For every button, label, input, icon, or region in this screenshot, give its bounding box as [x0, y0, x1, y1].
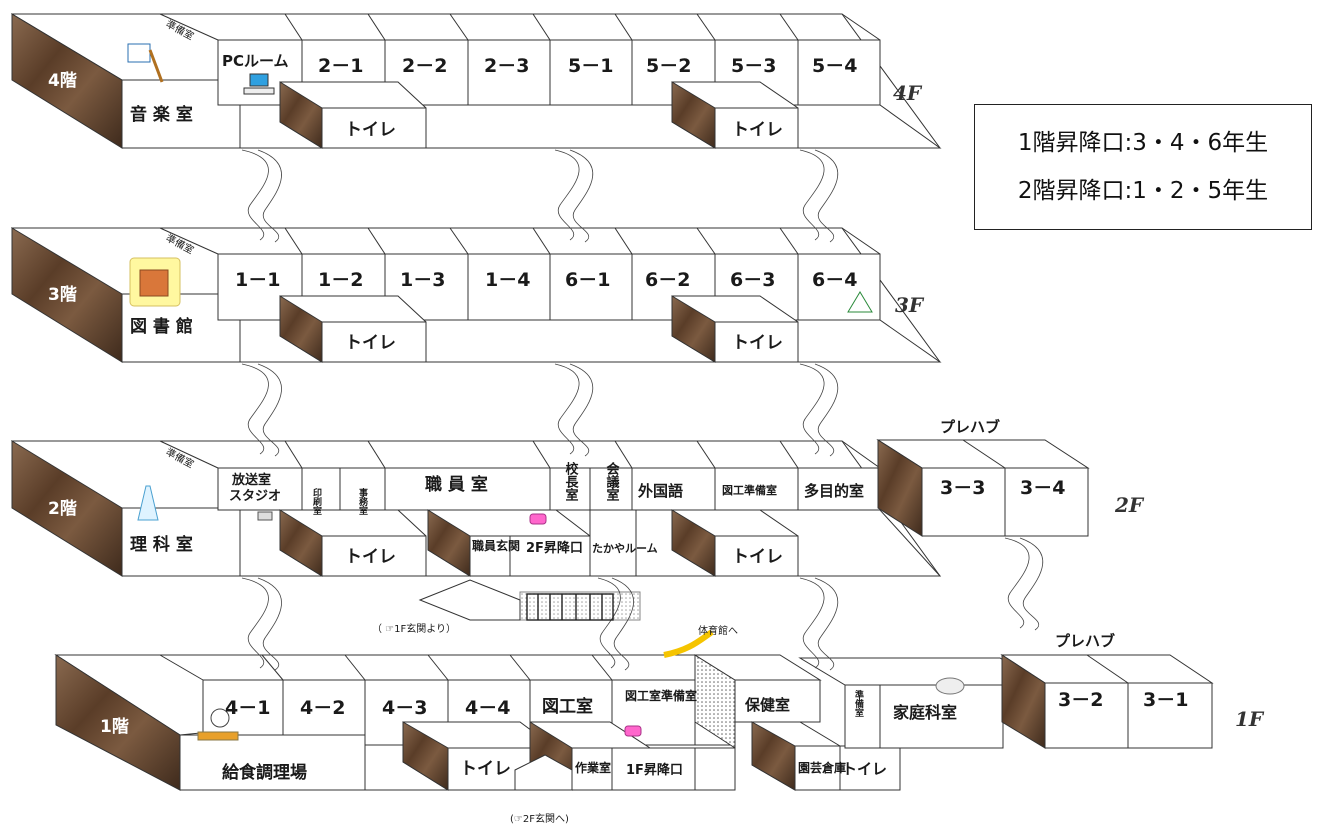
computer-icon	[243, 73, 275, 95]
floor2-prefab-room-2: 3－4	[1020, 477, 1065, 499]
floor3-room-7: 6－3	[730, 269, 775, 291]
floor3-room-6: 6－2	[645, 269, 690, 291]
floor4-room-2: 2－2	[402, 55, 447, 77]
floor1-toilet-east: トイレ	[842, 760, 887, 778]
floor3-room-1: 1－1	[235, 269, 280, 291]
floor4-room-1: 2－1	[318, 55, 363, 77]
floor1-prep-room: 準備室	[853, 689, 864, 717]
floor3-label-en: 3F	[895, 293, 925, 317]
floor1-health-room: 保健室	[744, 696, 790, 714]
floor1-prefab-title: プレハブ	[1055, 632, 1115, 650]
floor-3	[10, 227, 942, 363]
floor4-label-en: 4F	[893, 81, 923, 105]
chef-icon	[197, 708, 239, 741]
floor2-staff-entrance: 職員玄関	[472, 538, 520, 553]
mountain-icon	[847, 291, 873, 313]
floor1-work-room: 作業室	[575, 760, 611, 775]
floor3-room-8: 6－4	[812, 269, 857, 291]
flask-icon	[137, 485, 159, 521]
floor-1	[54, 654, 1214, 791]
floor1-prefab-room-2: 3－1	[1143, 689, 1188, 711]
floor1-gym-label: 体育館へ	[698, 624, 738, 637]
floor2-label-en: 2F	[1114, 493, 1145, 517]
floor1-art-prep: 図工室準備室	[625, 688, 697, 703]
floor-4	[10, 13, 942, 149]
floor1-label-en: 1F	[1235, 707, 1265, 731]
staff-entrance-icon	[529, 513, 547, 525]
floor2-label: 2階	[48, 499, 77, 519]
floor2-entrance: 2F昇降口	[526, 540, 583, 556]
floor2-meeting: 会議室	[604, 461, 620, 502]
floor4-toilet-west: トイレ	[345, 120, 396, 140]
floor1-prefab-room-1: 3－2	[1058, 689, 1103, 711]
floor4-room-3: 2－3	[484, 55, 529, 77]
floor2-from-1f-note: （ ☞1F玄関より）	[372, 622, 456, 635]
floor2-foreign-language: 外国語	[637, 482, 683, 500]
entrance-icon-1f	[624, 725, 642, 737]
floor2-staff-room: 職 員 室	[425, 474, 488, 495]
floor1-room-2: 4－2	[300, 697, 345, 719]
floor4-label: 4階	[48, 71, 77, 91]
floor1-to-2f-note: (☞2F玄関へ)	[510, 812, 569, 825]
floor3-room-4: 1－4	[485, 269, 530, 291]
gym-arrow-icon	[663, 629, 714, 658]
floor2-prefab-room-1: 3－3	[940, 477, 985, 499]
floor4-toilet-east: トイレ	[732, 120, 783, 140]
floor2-takaya-room: たかやルーム	[592, 542, 658, 555]
floor4-room-7: 5－4	[812, 55, 857, 77]
floor2-prefab-title: プレハブ	[940, 418, 1000, 436]
floor1-toilet-west: トイレ	[460, 759, 511, 779]
floor2-office: 事務室	[357, 487, 368, 515]
floor1-entrance: 1F昇降口	[626, 762, 683, 778]
floor1-kitchen: 給食調理場	[222, 762, 307, 783]
legend-line-2: 2階昇降口:1・2・5年生	[1017, 178, 1269, 204]
floor2-multipurpose: 多目的室	[804, 482, 864, 500]
floor1-room-4: 4－4	[465, 697, 510, 719]
music-icon	[127, 43, 164, 83]
floor4-room-6: 5－3	[731, 55, 776, 77]
book-icon	[129, 257, 181, 307]
sewing-icon	[935, 677, 965, 695]
floor2-art-prep: 図工準備室	[722, 483, 777, 497]
floor2-principal: 校長室	[563, 461, 579, 502]
floor-2	[10, 439, 1090, 621]
floor3-library: 図 書 館	[130, 316, 193, 337]
floor1-room-3: 4－3	[382, 697, 427, 719]
floor3-label: 3階	[48, 285, 77, 305]
floor4-music-room: 音 楽 室	[130, 104, 193, 125]
floor2-toilet-west: トイレ	[345, 547, 396, 567]
legend-line-1: 1階昇降口:3・4・6年生	[1017, 130, 1269, 156]
floor1-garden-storage: 園芸倉庫	[798, 760, 846, 775]
floor2-toilet-east: トイレ	[732, 547, 783, 567]
floor3-toilet-west: トイレ	[345, 333, 396, 353]
floor1-label: 1階	[100, 717, 129, 737]
floor2-broadcast-line2: スタジオ	[229, 489, 281, 504]
microphone-icon	[257, 511, 273, 521]
floor1-art-room: 図工室	[542, 696, 593, 717]
stairs	[241, 149, 1043, 671]
gate-icon	[526, 593, 614, 621]
floor2-broadcast-line1: 放送室	[231, 472, 271, 488]
floor3-room-5: 6－1	[565, 269, 610, 291]
floor2-science-room: 理 科 室	[130, 534, 193, 555]
floor4-room-4: 5－1	[568, 55, 613, 77]
floor3-toilet-east: トイレ	[732, 333, 783, 353]
floor1-home-ec: 家庭科室	[893, 703, 957, 722]
floor4-pc-room: PCルーム	[222, 52, 289, 70]
floor3-room-2: 1－2	[318, 269, 363, 291]
floor1-room-1: 4－1	[225, 697, 270, 719]
floor3-room-3: 1－3	[400, 269, 445, 291]
floor2-print-room: 印刷室	[311, 487, 322, 515]
entrance-legend: 1階昇降口:3・4・6年生 2階昇降口:1・2・5年生	[974, 104, 1312, 230]
floor4-room-5: 5－2	[646, 55, 691, 77]
